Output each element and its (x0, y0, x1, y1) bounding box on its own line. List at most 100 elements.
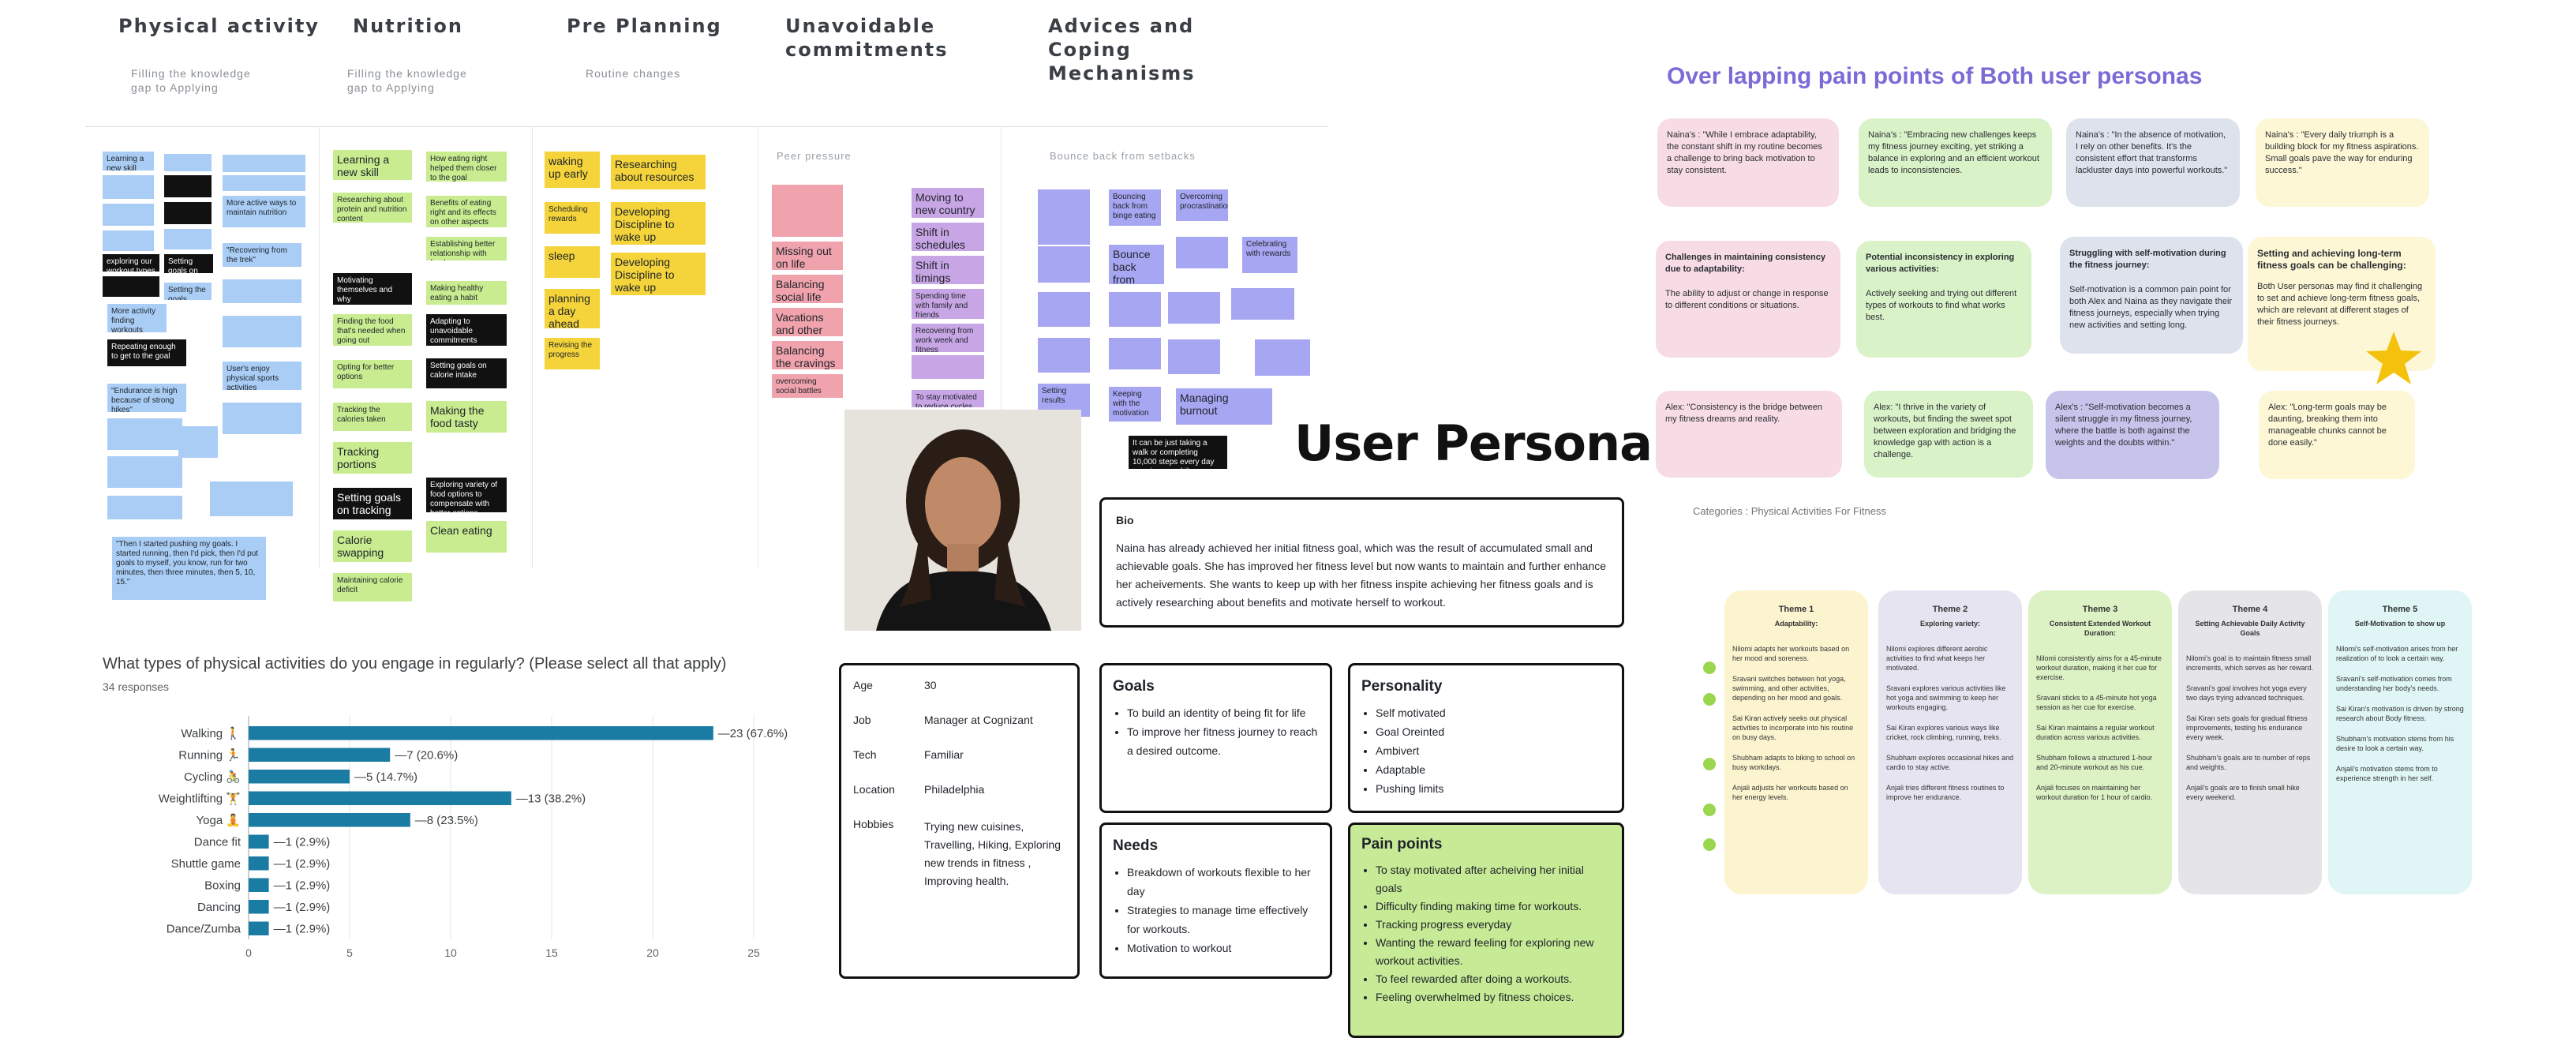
goals-list: To build an identity of being fit for li… (1113, 703, 1319, 760)
theme-subtitle: Exploring variety: (1919, 620, 1981, 628)
star-icon (2366, 332, 2421, 384)
x-tick-label: 25 (747, 946, 760, 959)
sticky-note (1168, 292, 1220, 324)
bar (249, 856, 269, 871)
survey-responses: 34 responses (103, 680, 170, 693)
detail-label: Tech (853, 748, 877, 761)
category-label: Boxing (204, 879, 241, 892)
sticky-note: Researching about protein and nutrition … (333, 193, 412, 223)
theme-title: Theme 3 (2082, 605, 2118, 614)
overlap-pain-title: Setting and achieving long-term fitness … (2257, 248, 2406, 271)
bullet-dot-icon (1703, 758, 1716, 770)
sticky-note (1109, 292, 1161, 327)
sticky-note: Establishing better relationship with fo… (426, 237, 507, 260)
sticky-note (107, 418, 182, 450)
theme-line: Anjali adjusts her workouts based on her… (1732, 784, 1848, 801)
theme-line: Sai Kiran sets goals for gradual fitness… (2186, 714, 2308, 741)
pain-points-list: To stay motivated after acheiving her in… (1361, 861, 1611, 1006)
survey-question: What types of physical activities do you… (103, 655, 727, 673)
data-label: —1 (2.9%) (274, 901, 331, 914)
sticky-note: Shift in timings (912, 256, 984, 284)
theme-line: Anjali focuses on maintaining her workou… (2036, 784, 2153, 801)
sticky-note: Setting the goals (164, 283, 212, 300)
sticky-note: Maintaining calorie deficit (333, 573, 412, 601)
sticky-note: Spending time with family and friends (912, 289, 984, 319)
overlap-pain-body: Both User personas may find it challengi… (2257, 282, 2423, 327)
data-label: —1 (2.9%) (274, 835, 331, 849)
category-label: Weightlifting 🏋 (159, 791, 241, 805)
sticky-note: Developing Discipline to wake up (611, 253, 706, 295)
x-tick-label: 0 (245, 946, 252, 959)
theme-line: Sravani's goal involves hot yoga every t… (2186, 684, 2307, 702)
pain-point-item: Difficulty finding making time for worko… (1376, 897, 1611, 916)
section-label: Peer pressure (777, 150, 852, 162)
theme-title: Theme 1 (1778, 605, 1814, 614)
overlap-pain-point: Challenges in maintaining consistency du… (1656, 241, 1840, 358)
overlap-pain-point: Setting and achieving long-term fitness … (2248, 237, 2436, 371)
overlap-pain-body: Self-motivation is a common pain point f… (2069, 285, 2233, 330)
sticky-note: Learning a new skill (333, 150, 412, 180)
theme-title: Theme 5 (2382, 605, 2418, 614)
theme-line: Anjali's motivation stems from to experi… (2336, 765, 2438, 782)
goal-item: To build an identity of being fit for li… (1127, 703, 1319, 722)
sticky-note: More activity finding workouts (107, 304, 167, 332)
bullet-dot-icon (1703, 661, 1716, 674)
sticky-note: planning a day ahead (545, 289, 600, 328)
sticky-note: Moving to new country (912, 188, 984, 218)
section-label: Bounce back from setbacks (1050, 150, 1196, 162)
overlap-pain-body: The ability to adjust or change in respo… (1665, 289, 1829, 310)
personality-card: Personality Self motivated Goal Oreinted… (1348, 663, 1624, 813)
theme-line: Sai Kiran actively seeks out physical ac… (1732, 714, 1854, 741)
sticky-note: User's enjoy physical sports activities (223, 362, 301, 390)
detail-value: Manager at Cognizant (924, 714, 1033, 726)
data-label: —1 (2.9%) (274, 857, 331, 871)
sticky-note: Finding the food that's needed when goin… (333, 314, 412, 346)
pain-point-item: To stay motivated after acheiving her in… (1376, 861, 1611, 897)
sticky-note (164, 229, 212, 249)
theme-subtitle: Self-Motivation to show up (2354, 620, 2446, 628)
sticky-note: Shift in schedules (912, 223, 984, 251)
overlap-pain-title: Struggling with self-motivation during t… (2069, 249, 2226, 270)
sticky-note (772, 185, 843, 237)
bar (249, 834, 269, 849)
sticky-note: Setting goals on tracking (333, 488, 412, 519)
need-item: Strategies to manage time effectively fo… (1127, 901, 1319, 939)
x-tick-label: 15 (545, 946, 558, 959)
overlap-pain-point: Potential inconsistency in exploring var… (1856, 241, 2031, 358)
sticky-note (103, 175, 154, 199)
needs-card: Needs Breakdown of workouts flexible to … (1099, 823, 1332, 979)
sticky-note: Vacations and other (772, 308, 843, 336)
detail-label: Age (853, 679, 873, 691)
sticky-note: "Then I started pushing my goals. I star… (112, 537, 266, 600)
naina-quote: Naina's : "While I embrace adaptability,… (1657, 118, 1839, 207)
category-label: Shuttle game (171, 857, 241, 871)
bar (249, 748, 391, 762)
sticky-note (223, 403, 301, 434)
board-area (85, 126, 1328, 569)
sticky-note (164, 175, 212, 197)
sticky-note: It can be just taking a walk or completi… (1129, 436, 1227, 469)
sticky-note (1231, 288, 1294, 320)
sticky-note (223, 279, 301, 303)
pain-points-card: Pain points To stay motivated after ache… (1348, 823, 1624, 1038)
column-title-nutrition: Nutrition (353, 15, 463, 37)
theme-line: Sravani sticks to a 45-minute hot yoga s… (2036, 694, 2157, 711)
sticky-note (1176, 237, 1228, 268)
detail-value: 30 (924, 679, 937, 691)
bar (249, 878, 269, 892)
theme-line: Sravani switches between hot yoga, swimm… (1732, 675, 1846, 702)
sticky-note: Motivating themselves and why (333, 273, 412, 305)
sticky-note (1038, 292, 1090, 327)
theme-card-4: Theme 4 Setting Achievable Daily Activit… (2178, 590, 2322, 894)
sticky-note: More active ways to maintain nutrition (223, 196, 305, 227)
pain-points-heading: Pain points (1361, 836, 1443, 853)
sticky-note: Balancing social life (772, 275, 843, 303)
theme-subtitle: Adaptability: (1774, 620, 1818, 628)
sticky-note (103, 204, 154, 226)
sticky-note (223, 316, 301, 347)
category-label: Cycling 🚴 (184, 770, 241, 784)
data-label: —7 (20.6%) (395, 748, 458, 762)
theme-title: Theme 2 (1932, 605, 1968, 614)
sticky-note: Opting for better options (333, 360, 412, 388)
personality-heading: Personality (1361, 678, 1443, 695)
